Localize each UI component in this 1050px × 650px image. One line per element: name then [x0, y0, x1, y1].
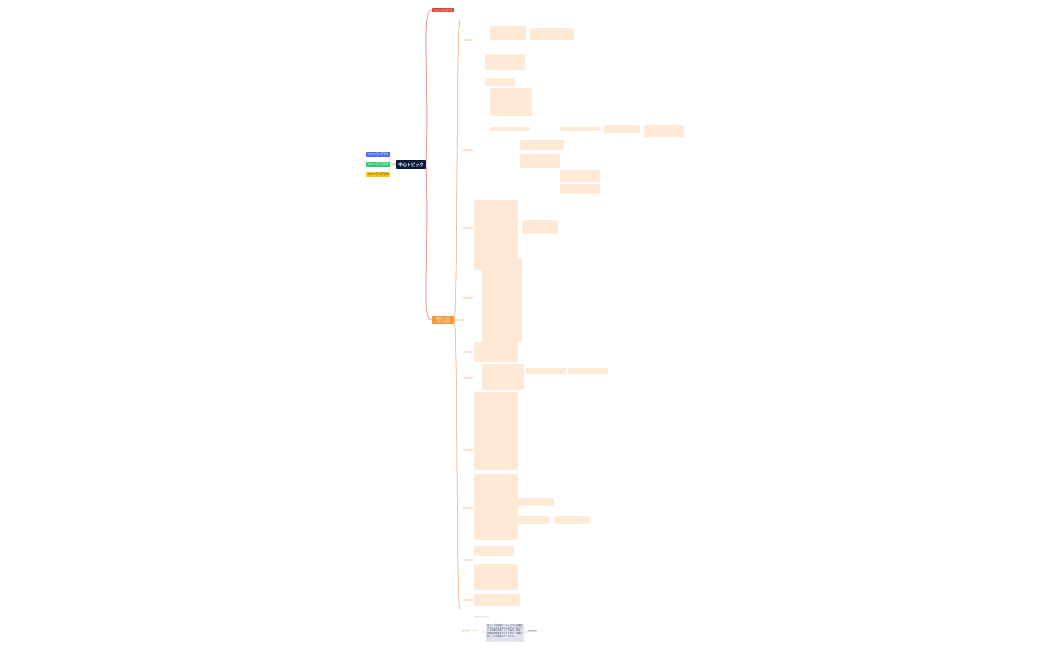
note-node	[474, 342, 518, 362]
note-node	[474, 546, 514, 556]
note-node	[518, 498, 554, 506]
note-node	[522, 220, 558, 234]
note-node	[560, 127, 600, 131]
note-node	[526, 368, 566, 374]
branch-top[interactable]: メインアイデア1	[432, 8, 454, 12]
note-node	[485, 78, 515, 86]
summary-box[interactable]: 本マップは知識ベースシステムの構築プロセスをまとめたものです。各ブランチは要件定…	[486, 624, 524, 642]
note-node	[520, 154, 560, 168]
note-node	[560, 170, 600, 182]
note-node	[604, 125, 640, 133]
branch-main[interactable]: 知識ベースの システム設計	[432, 316, 454, 324]
note-node	[530, 28, 574, 40]
left-tag-3[interactable]: メインアイデア3	[366, 172, 390, 177]
note-node	[474, 594, 520, 606]
note-node	[482, 258, 522, 342]
note-node	[520, 140, 564, 150]
note-node	[474, 564, 518, 590]
floating-note: フローティング	[474, 616, 490, 618]
summary-label: まとめ / ノート	[462, 630, 478, 632]
note-node	[490, 26, 526, 40]
note-node	[518, 516, 550, 524]
note-node	[474, 474, 518, 540]
central-topic[interactable]: 中心トピック	[396, 160, 426, 169]
note-node	[554, 516, 590, 524]
note-node	[560, 184, 600, 194]
note-node	[490, 127, 530, 131]
left-tag-1[interactable]: メインアイデア1	[366, 152, 390, 157]
note-node	[490, 88, 532, 116]
note-node	[485, 54, 525, 70]
note-node	[474, 392, 518, 470]
left-tag-2[interactable]: メインアイデア2	[366, 162, 390, 167]
note-node	[482, 364, 524, 390]
note-node	[568, 368, 608, 374]
note-node	[644, 125, 684, 137]
summary-tail: 関連資料	[528, 630, 537, 632]
